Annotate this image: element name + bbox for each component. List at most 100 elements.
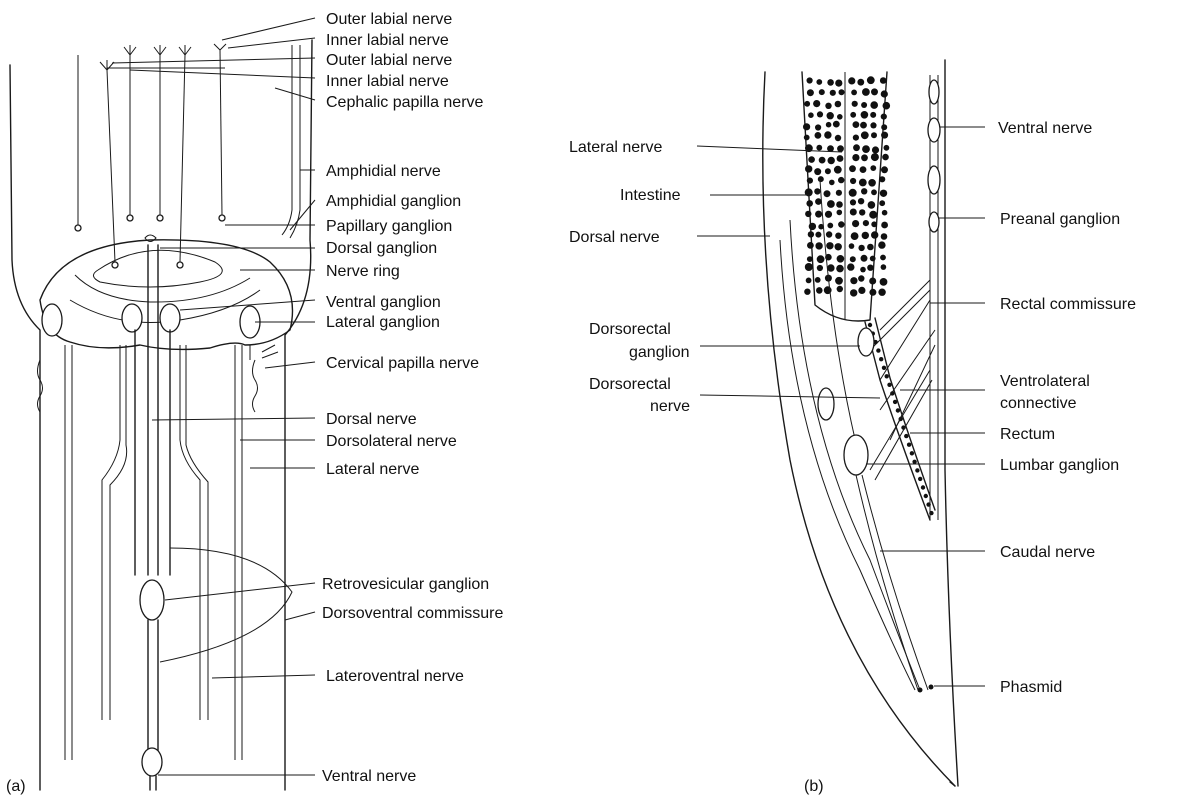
intestine-granule — [861, 102, 867, 108]
rectum-granule — [887, 383, 891, 387]
rectum-granule — [915, 468, 919, 472]
intestine-granule — [837, 286, 843, 292]
intestine-granule — [816, 79, 822, 85]
label-dorsorectal-ganglion-line2: ganglion — [629, 344, 690, 361]
intestine-granule — [817, 265, 823, 271]
intestine-granule — [871, 189, 877, 195]
intestine-granule — [828, 157, 835, 164]
label-dorsorectal-nerve-line1: Dorsorectal — [589, 376, 671, 393]
rectum-granule — [896, 408, 900, 412]
intestine-granule — [878, 289, 885, 296]
label-inner-labial-nerve-2: Inner labial nerve — [326, 73, 449, 90]
label-caudal-nerve: Caudal nerve — [1000, 544, 1095, 561]
intestine-granule — [851, 90, 857, 96]
label-lateral-nerve-b: Lateral nerve — [569, 139, 662, 156]
intestine-granule — [862, 232, 869, 239]
intestine-granule — [861, 188, 867, 194]
intestine-granule — [852, 101, 858, 107]
intestine-granule — [807, 242, 814, 249]
intestine-granule — [838, 221, 844, 227]
intestine-granule — [881, 114, 887, 120]
intestine-granule — [871, 153, 879, 161]
intestine-granule — [804, 101, 810, 107]
intestine-granule — [838, 177, 844, 183]
intestine-granule — [818, 176, 824, 182]
intestine-granule — [879, 176, 885, 182]
intestine-granule — [852, 154, 859, 161]
intestine-granule — [836, 190, 842, 196]
intestine-granule — [827, 200, 835, 208]
intestine-granule — [816, 287, 823, 294]
intestine-granule — [872, 146, 879, 153]
intestine-granule — [850, 277, 857, 284]
panel-a-drawing — [10, 40, 312, 790]
intestine-granule — [848, 77, 855, 84]
intestine-granule — [837, 155, 844, 162]
intestine-granule — [807, 178, 813, 184]
label-dorsoventral-commissure: Dorsoventral commissure — [322, 605, 503, 622]
intestine-granule — [804, 135, 810, 141]
intestine-granule — [870, 112, 876, 118]
intestine-granule — [836, 201, 843, 208]
label-papillary-ganglion: Papillary ganglion — [326, 218, 452, 235]
rectum-granule — [910, 451, 914, 455]
intestine-granule — [871, 132, 877, 138]
intestine-granule — [806, 200, 813, 207]
intestine-granule — [817, 111, 823, 117]
intestine-granule — [835, 243, 842, 250]
rectum-granule — [907, 443, 911, 447]
intestine-granule — [827, 264, 834, 271]
label-dorsolateral-nerve: Dorsolateral nerve — [326, 433, 457, 450]
intestine-granule — [869, 211, 877, 219]
rectum-granule — [921, 485, 925, 489]
intestine-granule — [850, 209, 857, 216]
intestine-granule-layer — [803, 76, 890, 296]
intestine-granule — [857, 79, 864, 86]
intestine-granule — [860, 166, 867, 173]
intestine-granule — [803, 123, 810, 130]
intestine-granule — [869, 289, 876, 296]
label-rectum: Rectum — [1000, 426, 1055, 443]
label-dorsorectal-nerve-line2: nerve — [650, 398, 690, 415]
label-dorsal-ganglion: Dorsal ganglion — [326, 240, 437, 257]
intestine-granule — [850, 178, 856, 184]
panel-label-a: (a) — [6, 778, 26, 795]
intestine-granule — [824, 131, 831, 138]
intestine-granule — [835, 101, 842, 108]
intestine-granule — [827, 112, 834, 119]
intestine-granule — [867, 244, 874, 251]
intestine-granule — [808, 231, 814, 237]
intestine-granule — [830, 90, 836, 96]
intestine-granule — [859, 209, 865, 215]
intestine-granule — [825, 211, 832, 218]
intestine-granule — [880, 255, 886, 261]
rectum-granule — [924, 494, 928, 498]
intestine-granule — [825, 103, 831, 109]
intestine-granule — [861, 154, 868, 161]
intestine-granule — [853, 121, 860, 128]
intestine-granule — [839, 89, 845, 95]
rectum-granule — [876, 348, 880, 352]
intestine-granule — [836, 265, 844, 273]
intestine-granule — [858, 198, 864, 204]
rectum-granule — [918, 477, 922, 481]
intestine-granule — [853, 135, 859, 141]
label-amphidial-ganglion: Amphidial ganglion — [326, 193, 461, 210]
intestine-granule — [871, 231, 878, 238]
intestine-granule — [871, 221, 877, 227]
intestine-granule — [805, 165, 812, 172]
intestine-granule — [849, 189, 857, 197]
intestine-granule — [863, 220, 869, 226]
intestine-granule — [835, 135, 841, 141]
intestine-granule — [826, 242, 833, 249]
intestine-granule — [868, 201, 876, 209]
intestine-granule — [880, 190, 887, 197]
intestine-granule — [881, 90, 888, 97]
intestine-granule — [833, 121, 840, 128]
intestine-granule — [829, 180, 835, 186]
intestine-granule — [815, 242, 822, 249]
intestine-granule — [881, 264, 887, 270]
label-rectal-commissure: Rectal commissure — [1000, 296, 1136, 313]
intestine-granule — [814, 168, 821, 175]
intestine-granule — [824, 190, 831, 197]
